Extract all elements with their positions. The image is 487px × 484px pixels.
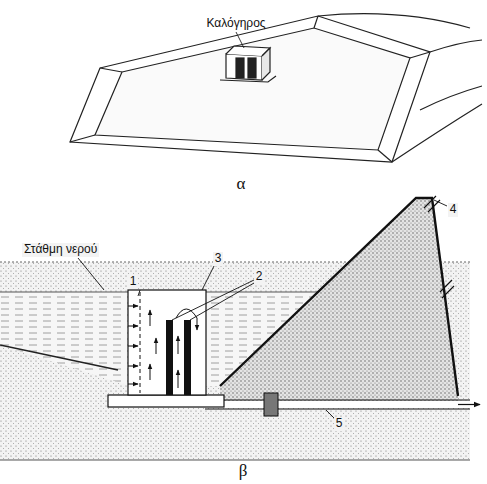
callout-number: 3 xyxy=(213,252,224,265)
pond-perspective xyxy=(70,14,482,162)
callout-number: 4 xyxy=(448,203,459,216)
water-level-label: Στάθμη νερού xyxy=(22,243,99,256)
part-name: Καλόγηρος xyxy=(204,17,267,30)
callout-number: 1 xyxy=(128,275,139,288)
callout-number: 5 xyxy=(334,417,345,430)
figure-letter: α xyxy=(235,175,248,194)
figure-letter: β xyxy=(237,462,250,481)
callout-number: 2 xyxy=(254,270,265,283)
cross-section xyxy=(0,196,480,460)
